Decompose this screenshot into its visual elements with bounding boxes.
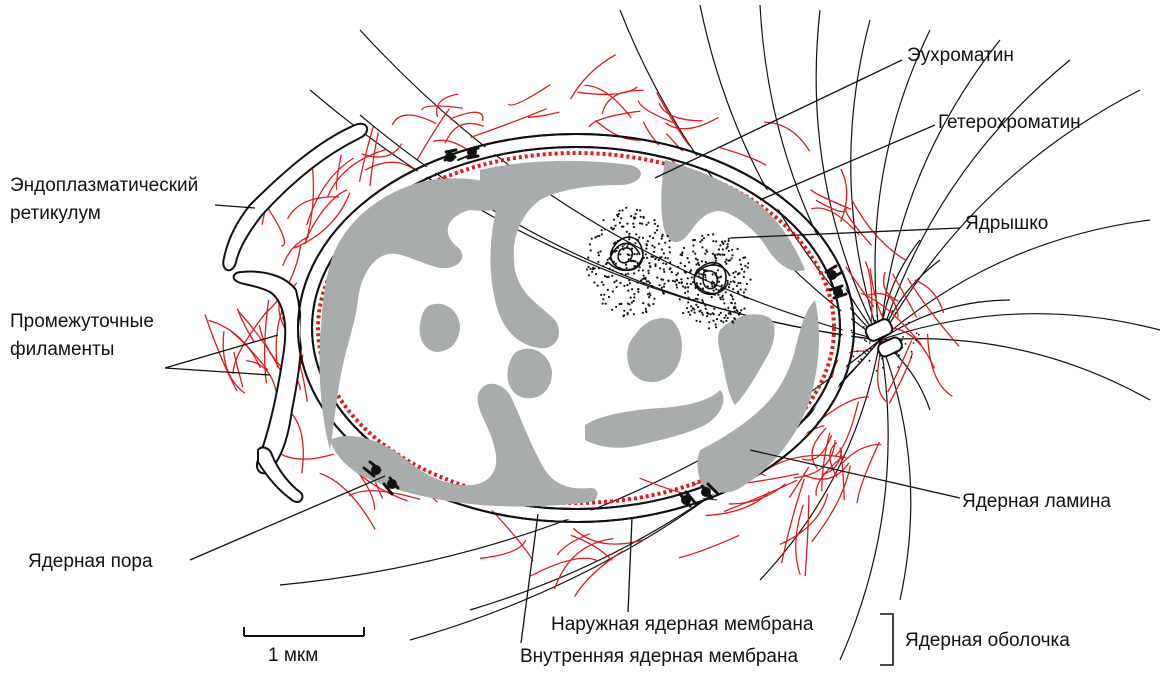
heterochromatin bbox=[319, 160, 820, 507]
label-heterochromatin: Гетерохроматин bbox=[938, 112, 1081, 133]
leader-lines bbox=[164, 59, 961, 644]
label-outer-membrane: Наружная ядерная мембрана bbox=[551, 614, 814, 635]
nucleolus-fibrillar-center bbox=[607, 236, 731, 296]
label-euchromatin: Эухроматин bbox=[907, 45, 1014, 66]
label-nuclear-envelope: Ядерная оболочка bbox=[905, 630, 1070, 651]
label-er-line2: ретикулум bbox=[10, 203, 101, 224]
label-filaments-line2: филаменты bbox=[10, 339, 115, 360]
label-inner-membrane: Внутренняя ядерная мембрана bbox=[520, 646, 799, 667]
envelope-bracket bbox=[880, 613, 894, 666]
nuclear-pores bbox=[362, 146, 848, 508]
label-nuclear-pore: Ядерная пора bbox=[28, 551, 153, 572]
scale-bar-label: 1 мкм bbox=[268, 645, 319, 666]
scale-bar bbox=[243, 627, 365, 637]
centrosome bbox=[850, 310, 921, 372]
label-er-line1: Эндоплазматический bbox=[10, 175, 199, 196]
label-nuclear-lamina: Ядерная ламина bbox=[962, 491, 1111, 512]
label-filaments-line1: Промежуточные bbox=[10, 311, 154, 332]
label-nucleolus: Ядрышко bbox=[965, 213, 1049, 234]
